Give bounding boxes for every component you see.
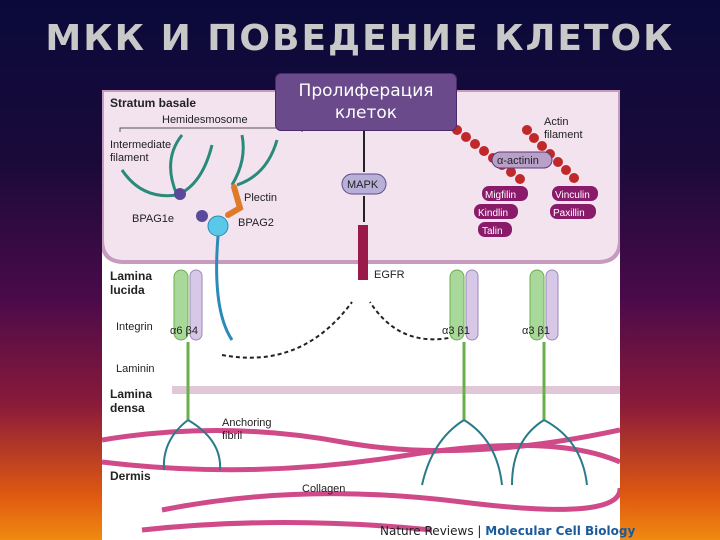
- adhesion-diagram: Stratum basale Lamina lucida Lamina dens…: [102, 90, 620, 540]
- slide-title: МКК И ПОВЕДЕНИЕ КЛЕТОК: [45, 18, 675, 59]
- collagen-label: Collagen: [302, 483, 345, 495]
- anchoring-fibril-2: [187, 419, 222, 471]
- mapk-label: MAPK: [347, 179, 379, 191]
- anchoring-fibril-6: [543, 419, 588, 486]
- collagen-fibre-3: [161, 487, 620, 513]
- dermis-label: Dermis: [110, 469, 151, 483]
- integrin-a6-stalk: [173, 269, 189, 341]
- migfilin-label: Migfilin: [485, 190, 516, 201]
- lamina-densa-label-2: densa: [110, 401, 145, 415]
- integrin-b1-stalk-left: [465, 269, 479, 341]
- bpag1e-label: BPAG1e: [132, 213, 174, 225]
- hemidesmosome-label: Hemidesmosome: [162, 114, 248, 126]
- vinculin-shape: [552, 186, 598, 201]
- stratum-basale-label: Stratum basale: [110, 96, 196, 110]
- kindlin-label: Kindlin: [478, 208, 508, 219]
- alpha-actinin-label: α-actinin: [497, 155, 539, 167]
- integrin-a3-stalk-left: [449, 269, 465, 341]
- mapk-shape: [341, 173, 387, 195]
- intermediate-filament-4: [236, 139, 279, 187]
- bpag2-shape: [207, 215, 229, 237]
- kindlin-shape: [474, 204, 518, 219]
- figure-credit: Nature Reviews | Molecular Cell Biology: [380, 524, 636, 538]
- anchoring-fibril-5: [511, 419, 545, 486]
- egfr-label: EGFR: [374, 269, 405, 281]
- anchoring-fibril-1: [162, 419, 189, 471]
- anchoring-fibril-label-1: Anchoring: [222, 417, 272, 429]
- plectin-shape: [225, 184, 244, 218]
- laminin-label: Laminin: [116, 363, 155, 375]
- actin-filament-label-2: filament: [544, 129, 583, 141]
- vinculin-label: Vinculin: [555, 190, 590, 201]
- anchoring-fibril-4: [463, 419, 503, 486]
- plectin-label: Plectin: [244, 192, 277, 204]
- actin-filament-label-1: Actin: [544, 116, 568, 128]
- bpag1e-dot-2: [196, 210, 208, 222]
- a3b1-label-right: α3 β1: [522, 325, 550, 337]
- bpag2-label: BPAG2: [238, 217, 274, 229]
- diagram-canvas: Stratum basale Lamina lucida Lamina dens…: [102, 90, 620, 533]
- integrin-b1-stalk-right: [545, 269, 559, 341]
- intermediate-filament-label-1: Intermediate: [110, 139, 171, 151]
- talin-label: Talin: [482, 226, 503, 237]
- collagen-fibre-4: [141, 520, 433, 533]
- a3b1-label-left: α3 β1: [442, 325, 470, 337]
- a6b4-label: α6 β4: [170, 325, 198, 337]
- bpag1e-dot-1: [174, 188, 186, 200]
- talin-shape: [478, 222, 512, 237]
- credit-section: Molecular Cell Biology: [485, 524, 636, 538]
- proliferation-callout: Пролиферация клеток: [275, 73, 457, 131]
- intermediate-filament-label-2: filament: [110, 152, 149, 164]
- migfilin-shape: [482, 186, 528, 201]
- lamina-densa-label-1: Lamina: [110, 387, 152, 401]
- integrin-label: Integrin: [116, 321, 153, 333]
- anchoring-fibril-label-2: fibril: [222, 430, 242, 442]
- bpag2-tail: [215, 235, 234, 341]
- callout-line-1: Пролиферация: [298, 81, 434, 101]
- signal-path-left: [221, 301, 353, 359]
- anchoring-fibril-3: [421, 419, 465, 486]
- collagen-fibre-2: [102, 442, 620, 473]
- integrin-b4-stalk: [189, 269, 203, 341]
- signal-path-right: [369, 301, 463, 341]
- intermediate-filament-3: [230, 134, 245, 186]
- callout-line-2: клеток: [334, 103, 398, 123]
- egfr-shape: [358, 225, 368, 280]
- actin-filament-beads: [452, 125, 579, 184]
- lamina-lucida-label-2: lucida: [110, 283, 145, 297]
- credit-journal: Nature Reviews: [380, 524, 474, 538]
- paxillin-label: Paxillin: [553, 208, 585, 219]
- paxillin-shape: [550, 204, 596, 219]
- integrin-a3-stalk-right: [529, 269, 545, 341]
- lamina-lucida-label-1: Lamina: [110, 269, 152, 283]
- alpha-actinin-shape: [491, 151, 553, 169]
